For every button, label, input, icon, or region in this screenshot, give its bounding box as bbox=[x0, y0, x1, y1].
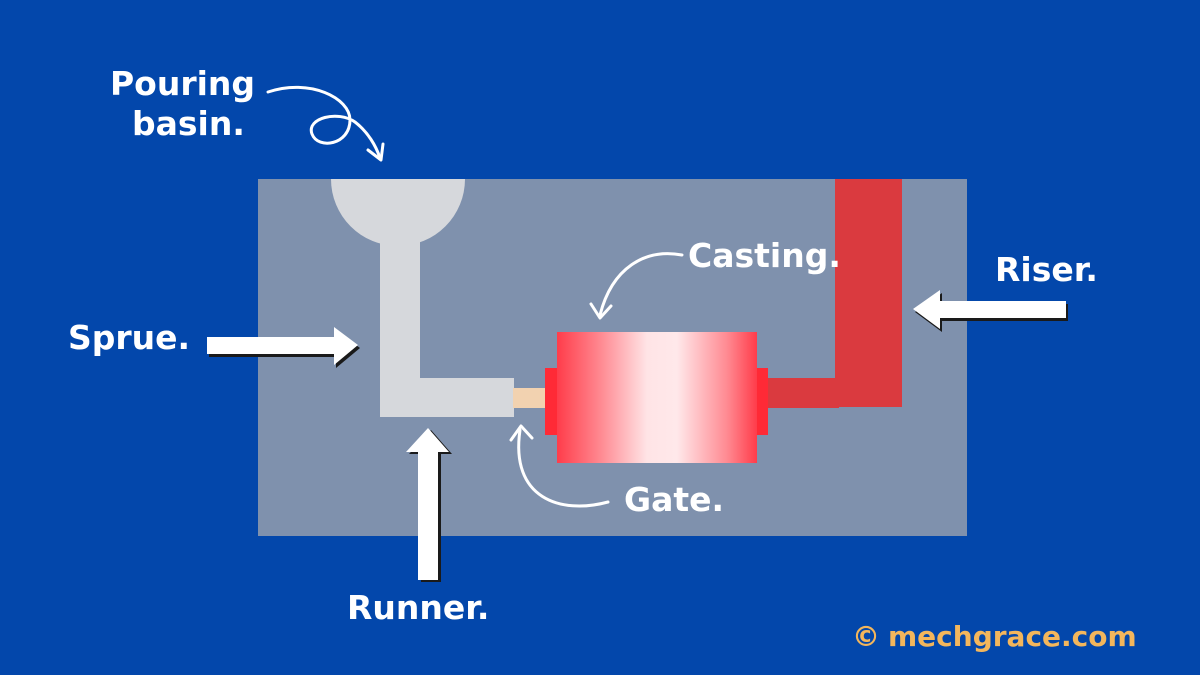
casting-pointer bbox=[589, 252, 684, 320]
sprue-label: Sprue. bbox=[68, 318, 191, 357]
riser bbox=[835, 179, 902, 407]
pouring-basin-label-line1: Pouring bbox=[110, 64, 256, 103]
site-name: mechgrace.com bbox=[888, 620, 1137, 653]
copyright-symbol: © bbox=[852, 620, 880, 653]
gate-pointer bbox=[509, 424, 610, 508]
sprue-arrow bbox=[207, 327, 360, 368]
casting bbox=[557, 332, 757, 463]
runner bbox=[380, 378, 514, 417]
casting-label: Casting. bbox=[688, 236, 841, 275]
riser-connector bbox=[757, 378, 839, 408]
pouring-basin-label-line2: basin. bbox=[132, 103, 245, 143]
copyright-notice: ©mechgrace.com bbox=[852, 620, 1137, 653]
riser-arrow bbox=[913, 290, 1068, 332]
gate bbox=[513, 388, 547, 408]
runner-label: Runner. bbox=[347, 588, 490, 627]
riser-label: Riser. bbox=[995, 250, 1098, 289]
runner-arrow bbox=[406, 428, 452, 582]
pouring-basin-pointer bbox=[266, 85, 385, 162]
gate-label: Gate. bbox=[624, 480, 725, 519]
pouring-basin-label: Pouring basin. bbox=[110, 64, 255, 143]
